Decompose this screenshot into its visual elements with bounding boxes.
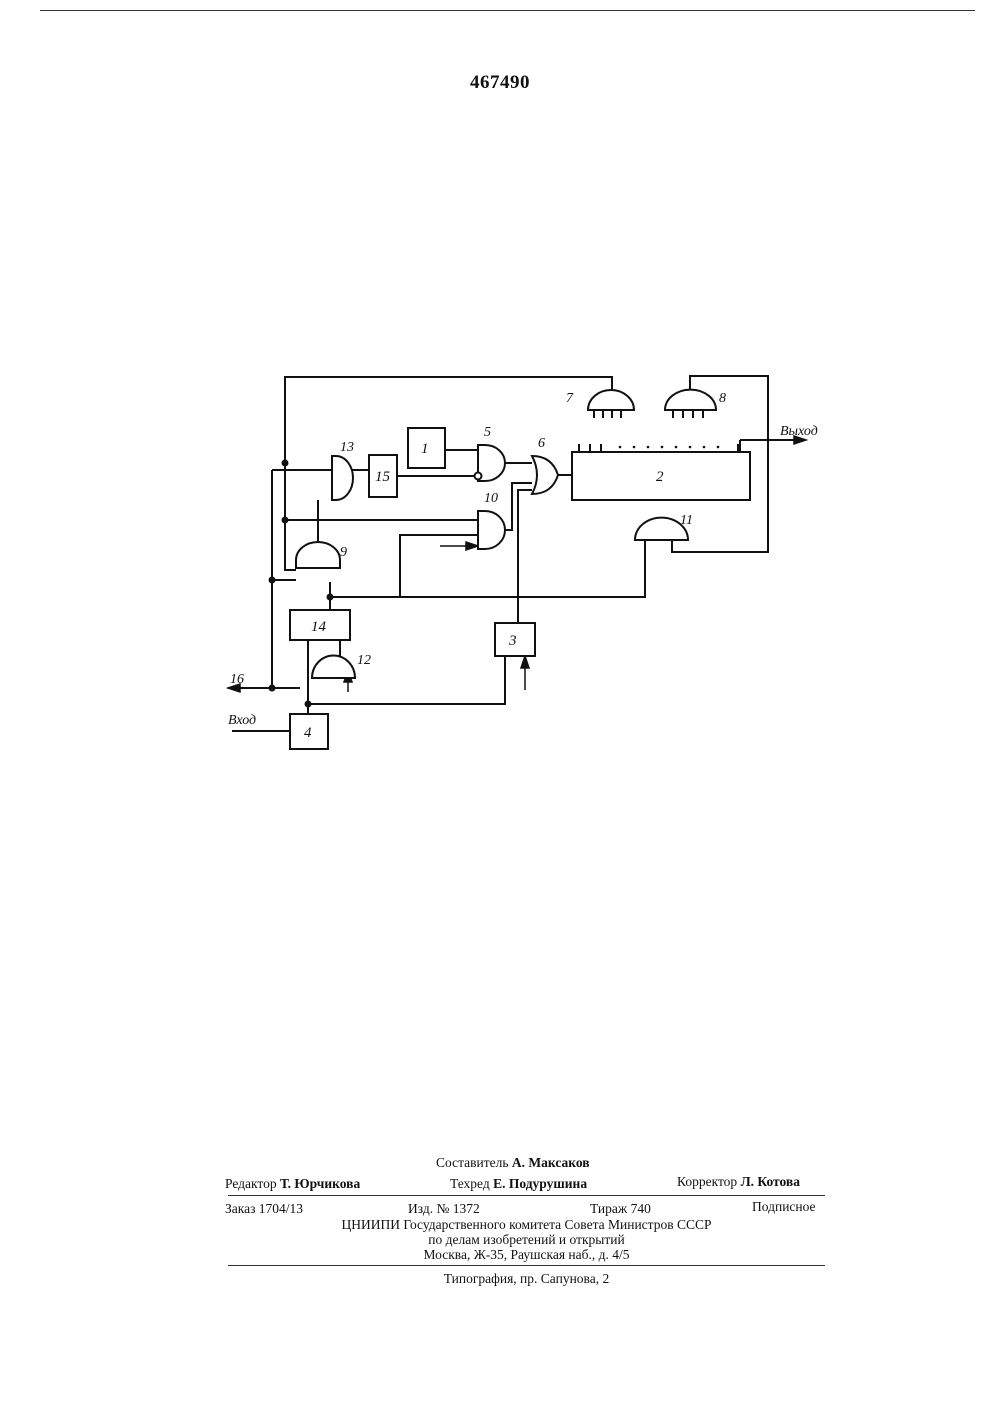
- org-line-1: ЦНИИПИ Государственного комитета Совета …: [228, 1217, 825, 1233]
- gate-13: [332, 456, 353, 500]
- label-block-2: 2: [656, 469, 664, 485]
- junction-dot: [269, 577, 276, 584]
- wire-to-10-lower: [330, 535, 478, 597]
- junction-dot: [282, 517, 289, 524]
- subscription: Подписное: [752, 1199, 816, 1215]
- arrow-10-input-icon: [466, 542, 478, 550]
- label-output: Выход: [780, 424, 818, 439]
- gate-8: [665, 390, 716, 410]
- order-number: Заказ 1704/13: [225, 1201, 303, 1217]
- wire-3-6: [518, 490, 532, 623]
- label-block-14: 14: [311, 619, 327, 635]
- corrector-name: Л. Котова: [741, 1174, 800, 1189]
- label-block-4: 4: [304, 725, 312, 741]
- label-gate-12: 12: [357, 653, 371, 668]
- label-block-1: 1: [421, 441, 429, 457]
- techred-label: Техред: [450, 1176, 490, 1191]
- junction-dot: [282, 460, 289, 467]
- label-gate-9: 9: [340, 545, 347, 560]
- editor-label: Редактор: [225, 1176, 277, 1191]
- wire-9-loop: [285, 520, 296, 570]
- label-gate-5: 5: [484, 425, 491, 440]
- imprint-rule-lower: [228, 1265, 825, 1266]
- label-gate-7: 7: [566, 391, 574, 406]
- editor-name: Т. Юрчикова: [280, 1176, 360, 1191]
- imprint-rule-upper: [228, 1195, 825, 1196]
- editor-line: Редактор Т. Юрчикова: [225, 1176, 360, 1192]
- label-block-3: 3: [508, 633, 517, 649]
- corrector-label: Корректор: [677, 1174, 737, 1189]
- compiler-line: Составитель А. Максаков: [436, 1155, 590, 1171]
- label-line-16: 16: [230, 672, 244, 687]
- gate-9: [296, 542, 340, 568]
- label-input: Вход: [228, 713, 256, 728]
- compiler-name: А. Максаков: [512, 1155, 590, 1170]
- printing-line: Типография, пр. Сапунова, 2: [228, 1271, 825, 1287]
- label-block-15: 15: [375, 469, 391, 485]
- compiler-label: Составитель: [436, 1155, 509, 1170]
- gate-6: [532, 456, 558, 494]
- junction-dot: [327, 594, 334, 601]
- gate-5-inverter: [475, 473, 482, 480]
- edition-number: Изд. № 1372: [408, 1201, 480, 1217]
- junction-dot: [305, 701, 312, 708]
- techred-line: Техред Е. Подурушина: [450, 1176, 587, 1192]
- arrow-3-input-icon: [521, 656, 529, 668]
- junction-dot: [269, 685, 276, 692]
- label-gate-13: 13: [340, 440, 354, 455]
- techred-name: Е. Подурушина: [493, 1176, 587, 1191]
- label-gate-11: 11: [680, 513, 693, 528]
- circulation: Тираж 740: [590, 1201, 651, 1217]
- address-line: Москва, Ж-35, Раушская наб., д. 4/5: [228, 1247, 825, 1263]
- org-line-2: по делам изобретений и открытий: [228, 1232, 825, 1248]
- label-gate-6: 6: [538, 436, 545, 451]
- label-gate-8: 8: [719, 391, 726, 406]
- gate-10: [478, 511, 505, 549]
- gate-12: [312, 655, 355, 678]
- label-gate-10: 10: [484, 491, 498, 506]
- gate-7: [588, 390, 634, 410]
- corrector-line: Корректор Л. Котова: [677, 1174, 800, 1190]
